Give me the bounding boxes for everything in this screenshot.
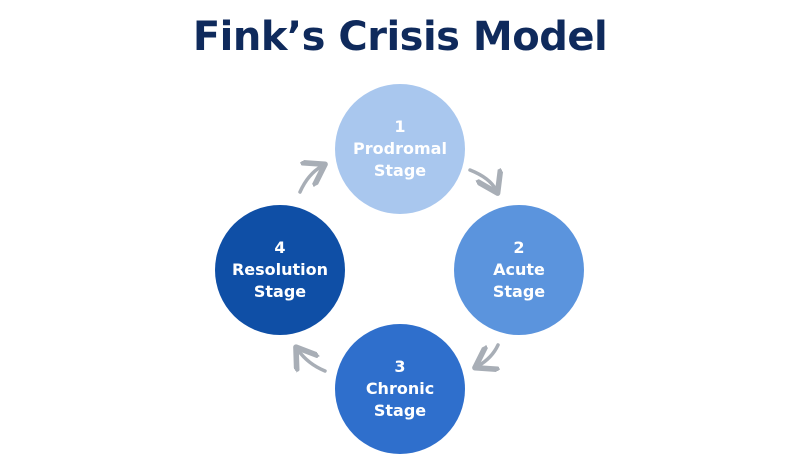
arrow-2-to-3 <box>478 343 498 366</box>
stage-2-name: Acute <box>493 260 545 279</box>
stage-4-name: Resolution <box>231 260 329 279</box>
stage-2-number: 2 <box>513 238 525 257</box>
stage-3-suffix: Stage <box>373 401 427 420</box>
stage-1-circle: 1 Prodromal Stage <box>335 84 465 214</box>
stage-1-number: 1 <box>394 117 406 136</box>
stage-3-number: 3 <box>394 357 406 376</box>
stage-4-number: 4 <box>274 238 286 257</box>
arrow-3-to-4 <box>298 350 327 373</box>
stage-4-suffix: Stage <box>253 282 307 301</box>
stage-2-suffix: Stage <box>492 282 546 301</box>
arrow-4-to-1 <box>298 166 322 194</box>
arrow-1-to-2 <box>468 170 496 190</box>
stage-3-name: Chronic <box>365 379 435 398</box>
stage-4-circle: 4 Resolution Stage <box>215 205 345 335</box>
stage-2-circle: 2 Acute Stage <box>454 205 584 335</box>
stage-3-circle: 3 Chronic Stage <box>335 324 465 454</box>
diagram-title: Fink’s Crisis Model <box>192 14 608 60</box>
stage-1-name: Prodromal <box>353 139 447 158</box>
stage-1-suffix: Stage <box>373 161 427 180</box>
